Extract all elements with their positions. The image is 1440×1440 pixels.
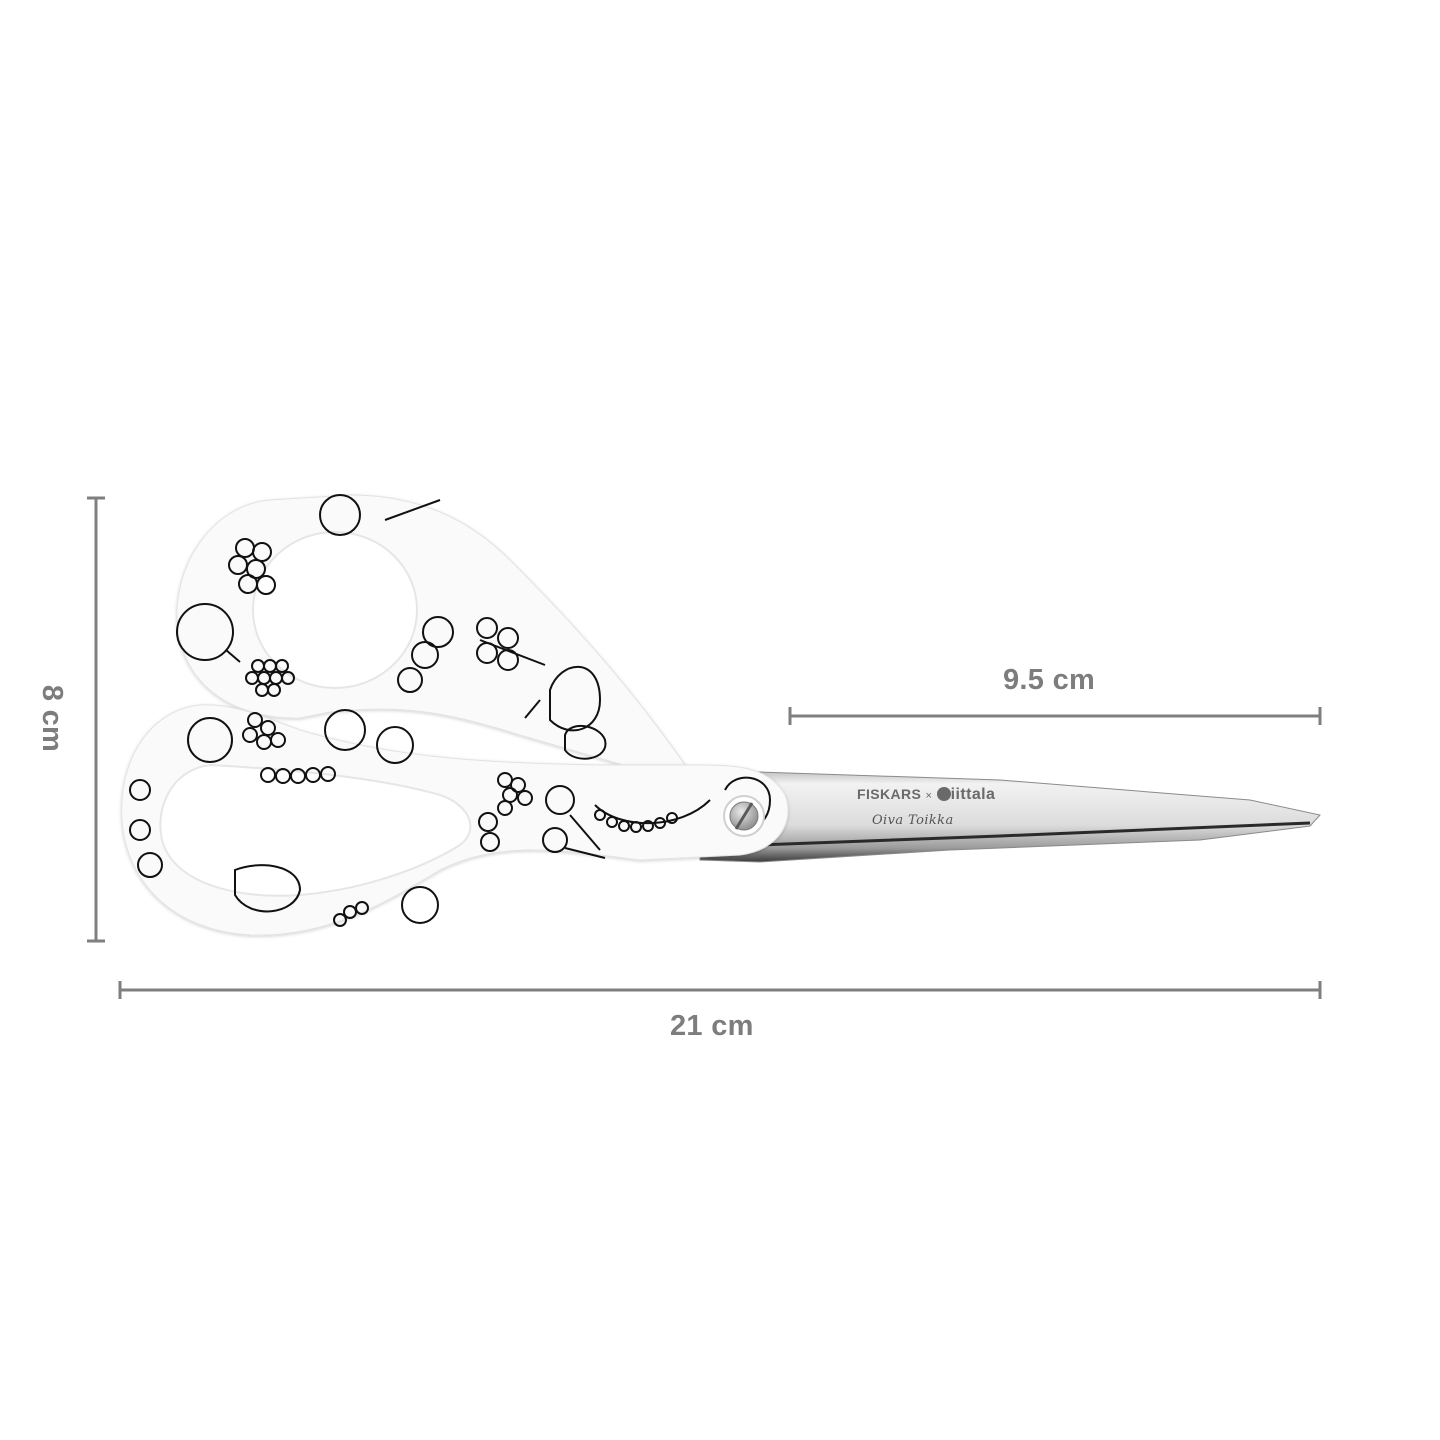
brand-iittala: iittala: [950, 786, 996, 803]
blade-length-dimension-label: 9.5 cm: [1003, 664, 1096, 696]
upper-handle: [176, 494, 691, 773]
height-dimension-label: 8 cm: [36, 684, 69, 753]
iittala-logo-icon: [936, 787, 951, 801]
lower-handle: [121, 704, 789, 936]
brand-separator: ×: [925, 790, 933, 802]
fruit-pattern: [129, 494, 772, 927]
pivot-screw: [723, 795, 765, 837]
blade-engraving: FISKARS × iittala: [857, 786, 995, 804]
total-length-dimension-label: 21 cm: [670, 1010, 754, 1042]
designer-signature: Oiva Toikka: [872, 813, 954, 828]
dimension-lines: [87, 496, 1322, 999]
brand-fiskars: FISKARS: [857, 786, 922, 802]
blade: [699, 769, 1321, 863]
